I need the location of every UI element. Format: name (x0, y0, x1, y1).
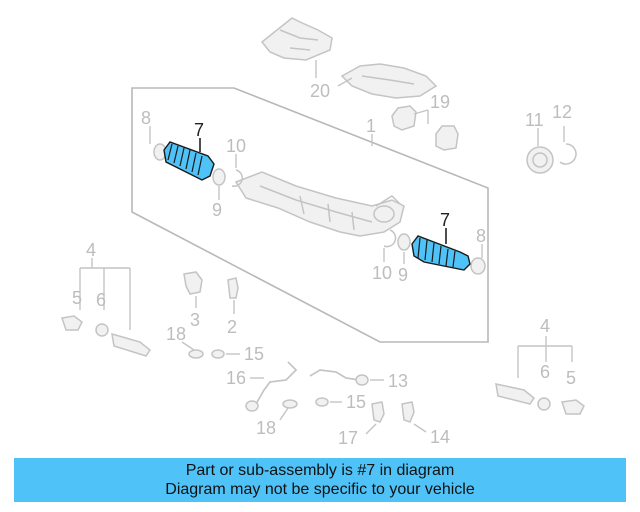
washer-15-bottom (315, 397, 329, 407)
banner-line-part: Part or sub-assembly is #7 in diagram (185, 462, 455, 479)
callout-15-top: 15 (244, 344, 264, 364)
right-seal-9 (397, 233, 411, 251)
seal-11 (526, 146, 554, 174)
left-clip-10 (231, 169, 243, 187)
callout-19: 19 (430, 92, 450, 112)
callout-4-right: 4 (540, 316, 550, 336)
callout-3: 3 (190, 310, 200, 330)
callout-6-right: 6 (540, 362, 550, 382)
leader-17 (365, 423, 377, 435)
right-clip-10 (383, 229, 397, 248)
banner-line-disclaimer: Diagram may not be specific to your vehi… (165, 481, 475, 498)
callout-6-left: 6 (96, 290, 106, 310)
callout-18-top: 18 (166, 324, 186, 344)
callout-18-bottom: 18 (256, 418, 276, 438)
callout-15-bottom: 15 (346, 392, 366, 412)
callout-16: 16 (226, 368, 246, 388)
callout-14: 14 (430, 427, 450, 447)
pipe-13 (309, 369, 369, 386)
callout-8-right: 8 (476, 226, 486, 246)
left-seal-9 (212, 168, 226, 186)
callout-20: 20 (310, 81, 330, 101)
callout-2: 2 (227, 317, 237, 337)
leader-18-top (181, 341, 195, 351)
bushing-19 (391, 105, 459, 151)
leader-14 (413, 423, 427, 433)
callout-8-left: 8 (141, 108, 151, 128)
fitting-17 (371, 401, 385, 423)
parts-diagram: 20 19 11 12 1 8 10 9 (61, 17, 585, 448)
callout-10-left: 10 (226, 136, 246, 156)
right-seal-8 (470, 257, 486, 275)
part-info-banner: Part or sub-assembly is #7 in diagram Di… (14, 458, 626, 502)
pipe-16 (245, 361, 298, 412)
callout-5-right: 5 (566, 368, 576, 388)
washer-18-bottom (282, 399, 298, 409)
callout-7-right: 7 (440, 210, 450, 230)
bracket-3 (183, 271, 203, 295)
fitting-14 (401, 401, 415, 423)
callout-7-left: 7 (194, 120, 204, 140)
steering-rack (234, 171, 405, 237)
callout-13: 13 (388, 371, 408, 391)
washer-15-top (211, 349, 225, 359)
right-boot-7 (411, 235, 471, 271)
callout-17: 17 (338, 428, 358, 448)
callout-12: 12 (552, 102, 572, 122)
left-boot-7 (163, 141, 215, 181)
assembly-frame (131, 87, 489, 343)
callout-5-left: 5 (72, 288, 82, 308)
upper-bracket (260, 17, 333, 61)
bolt-2 (227, 277, 239, 299)
right-tierod-group (495, 336, 585, 415)
callout-9-left: 9 (212, 200, 222, 220)
callout-4-left: 4 (86, 240, 96, 260)
callout-1: 1 (366, 116, 376, 136)
lower-bracket (340, 63, 438, 99)
callout-11: 11 (525, 110, 544, 130)
leader-19b (413, 109, 429, 115)
washer-18-top (188, 349, 204, 359)
clip-12 (559, 143, 577, 165)
callout-9-right: 9 (398, 265, 408, 285)
leader-18-bottom (279, 407, 289, 421)
left-tierod-group (61, 258, 152, 357)
leader-20b (337, 77, 353, 87)
callout-10-right: 10 (372, 263, 392, 283)
